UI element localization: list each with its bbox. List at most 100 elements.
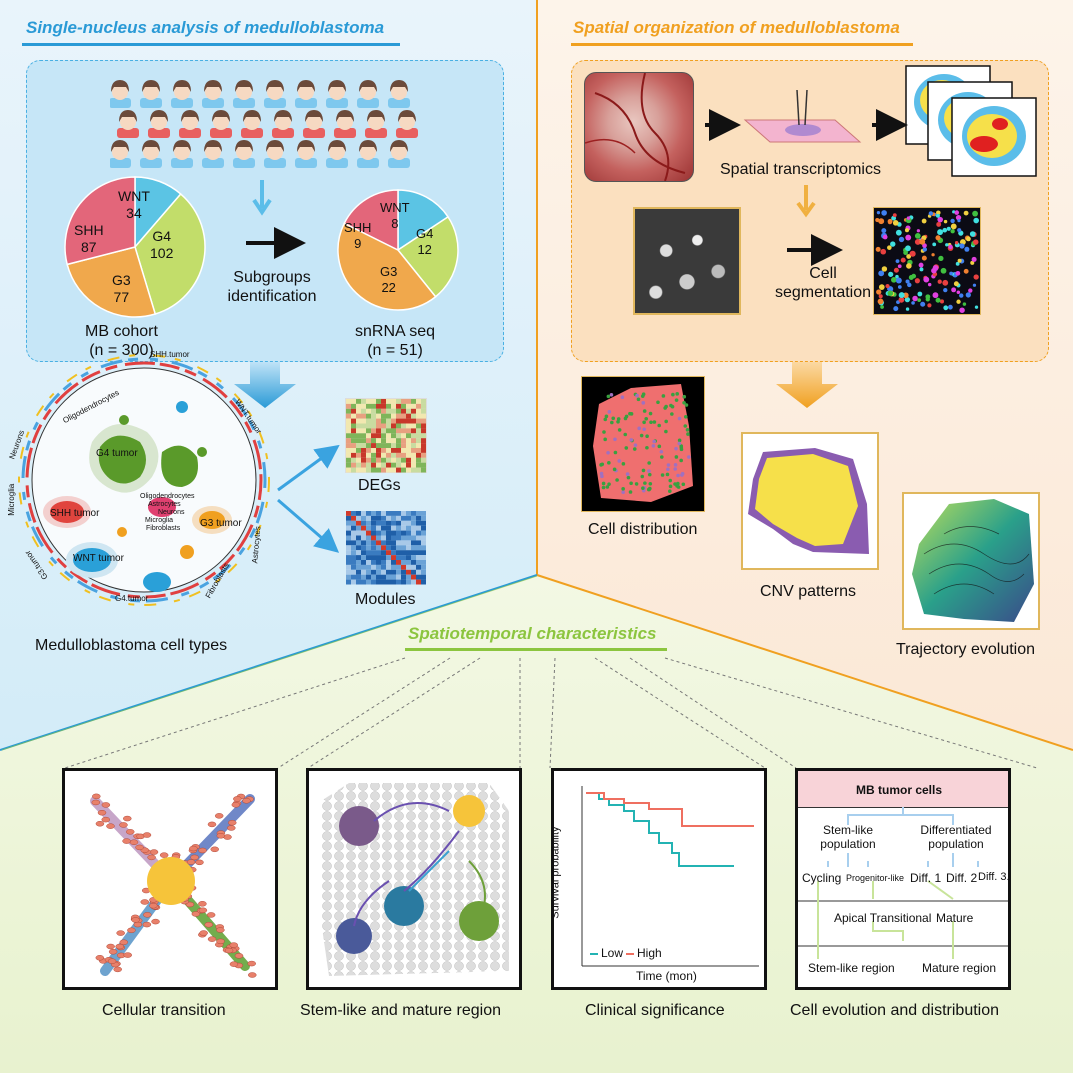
caption-cellular-transition: Cellular transition [102, 1002, 226, 1019]
section-title-spatiotemporal: Spatiotemporal characteristics [408, 624, 657, 643]
person-icon [295, 140, 317, 168]
flow-mature: Mature [936, 911, 974, 925]
person-icon [110, 140, 131, 168]
flow-d3: Diff. 3... [978, 871, 1010, 883]
flow-apical: Apical Transitional [834, 911, 932, 925]
person-icon [295, 80, 317, 108]
cell-segmentation-label: Cell segmentation [774, 265, 872, 302]
person-icon [233, 140, 255, 168]
cell-distribution-label: Cell distribution [588, 521, 698, 538]
person-icon [334, 110, 356, 138]
right-arrows [705, 109, 908, 408]
person-icon [148, 110, 170, 138]
cohort-slice-shh [64, 176, 136, 266]
person-icon [210, 110, 232, 138]
panel-cellular-transition [62, 768, 278, 990]
flow-mature-region: Mature region [922, 961, 997, 975]
subgroups-label: Subgroups identification [227, 269, 317, 306]
person-icon [303, 110, 325, 138]
flow-d1: Diff. 1 [910, 871, 942, 885]
cnv-pattern-image [741, 432, 879, 570]
caption-stem-mature-region: Stem-like and mature region [300, 1002, 501, 1019]
cluster-label-astro: Astrocytes [148, 501, 181, 508]
ring-label-micro: Microglia [7, 483, 17, 516]
cluster-label-wnt: WNT tumor [73, 553, 124, 564]
snrna-pie-chart [337, 189, 459, 311]
person-icon [110, 80, 131, 108]
dashed-connectors [64, 657, 1038, 769]
trajectory-label: Trajectory evolution [896, 641, 1036, 658]
ring-label-g4: G4.tumor [115, 594, 149, 603]
cohort-label: MB cohort(n = 300) [85, 323, 158, 360]
snrna-slice-g3 [337, 222, 437, 311]
cluster-label-shh: SHH tumor [50, 508, 100, 519]
flow-lines [798, 807, 1008, 959]
person-icon [140, 80, 162, 108]
celltypes-label: Medulloblastoma cell types [35, 637, 228, 654]
flow-stem-region: Stem-like region [808, 961, 895, 975]
section-title-single-nucleus: Single-nucleus analysis of medulloblasto… [26, 18, 385, 37]
panel-clinical-significance: Survival probability Time (mon) Low High [551, 768, 767, 990]
degs-heatmap [345, 398, 427, 473]
person-icon [171, 80, 193, 108]
section-title-spatial: Spatial organization of medulloblastoma [573, 18, 900, 37]
person-icon [233, 80, 255, 108]
snrna-slice-wnt [397, 189, 450, 252]
modules-heatmap [346, 511, 426, 585]
left-arrows [234, 180, 340, 553]
person-icon [117, 110, 139, 138]
person-icon [388, 140, 410, 168]
title-underline [22, 43, 400, 46]
person-icon [241, 110, 263, 138]
title-underline-bottom [405, 648, 667, 651]
flow-d2: Diff. 2 [946, 871, 978, 885]
cell-type-circos-plot [18, 354, 270, 606]
fluorescence-image [633, 207, 741, 315]
segmentation-image [873, 207, 981, 315]
caption-clinical-significance: Clinical significance [585, 1002, 725, 1019]
cnv-label: CNV patterns [760, 583, 857, 600]
patient-cohort-icons [110, 80, 418, 168]
person-icon [326, 140, 348, 168]
spatial-transcriptomics-label: Spatial transcriptomics [720, 161, 881, 178]
spatial-slide-icon [743, 90, 862, 143]
legend-low: Low [601, 946, 624, 960]
legend-high: High [637, 946, 662, 960]
flow-head-bg [798, 771, 1008, 808]
modules-label: Modules [355, 591, 416, 608]
trajectory-image [902, 492, 1040, 630]
person-icon [357, 80, 379, 108]
person-icon [179, 110, 201, 138]
cluster-label-micro: Microglia [145, 517, 174, 524]
person-icon [272, 110, 294, 138]
snrna-slice-g4 [396, 215, 459, 298]
cohort-slice-g3 [66, 246, 157, 318]
cluster-label-g3: G3 tumor [200, 518, 242, 529]
degs-label: DEGs [358, 477, 401, 494]
person-icon [264, 140, 286, 168]
person-icon [326, 80, 348, 108]
caption-cell-evolution: Cell evolution and distribution [790, 1002, 1000, 1019]
survival-xlabel: Time (mon) [636, 969, 697, 983]
flow-diff: Differentiated population [920, 823, 992, 852]
person-icon [202, 140, 224, 168]
title-underline-right [571, 43, 913, 46]
flow-cycling: Cycling [802, 871, 842, 885]
person-icon [202, 80, 224, 108]
tumor-photo [584, 72, 694, 182]
survival-ylabel: Survival probability [551, 826, 562, 919]
person-icon [171, 140, 193, 168]
cluster-label-neurons: Neurons [158, 509, 185, 516]
snrna-label: snRNA seq(n = 51) [355, 323, 436, 360]
person-icon [396, 110, 418, 138]
panel-stem-mature-region [306, 768, 522, 990]
ring-label-shh: SHH.tumor [150, 350, 190, 359]
